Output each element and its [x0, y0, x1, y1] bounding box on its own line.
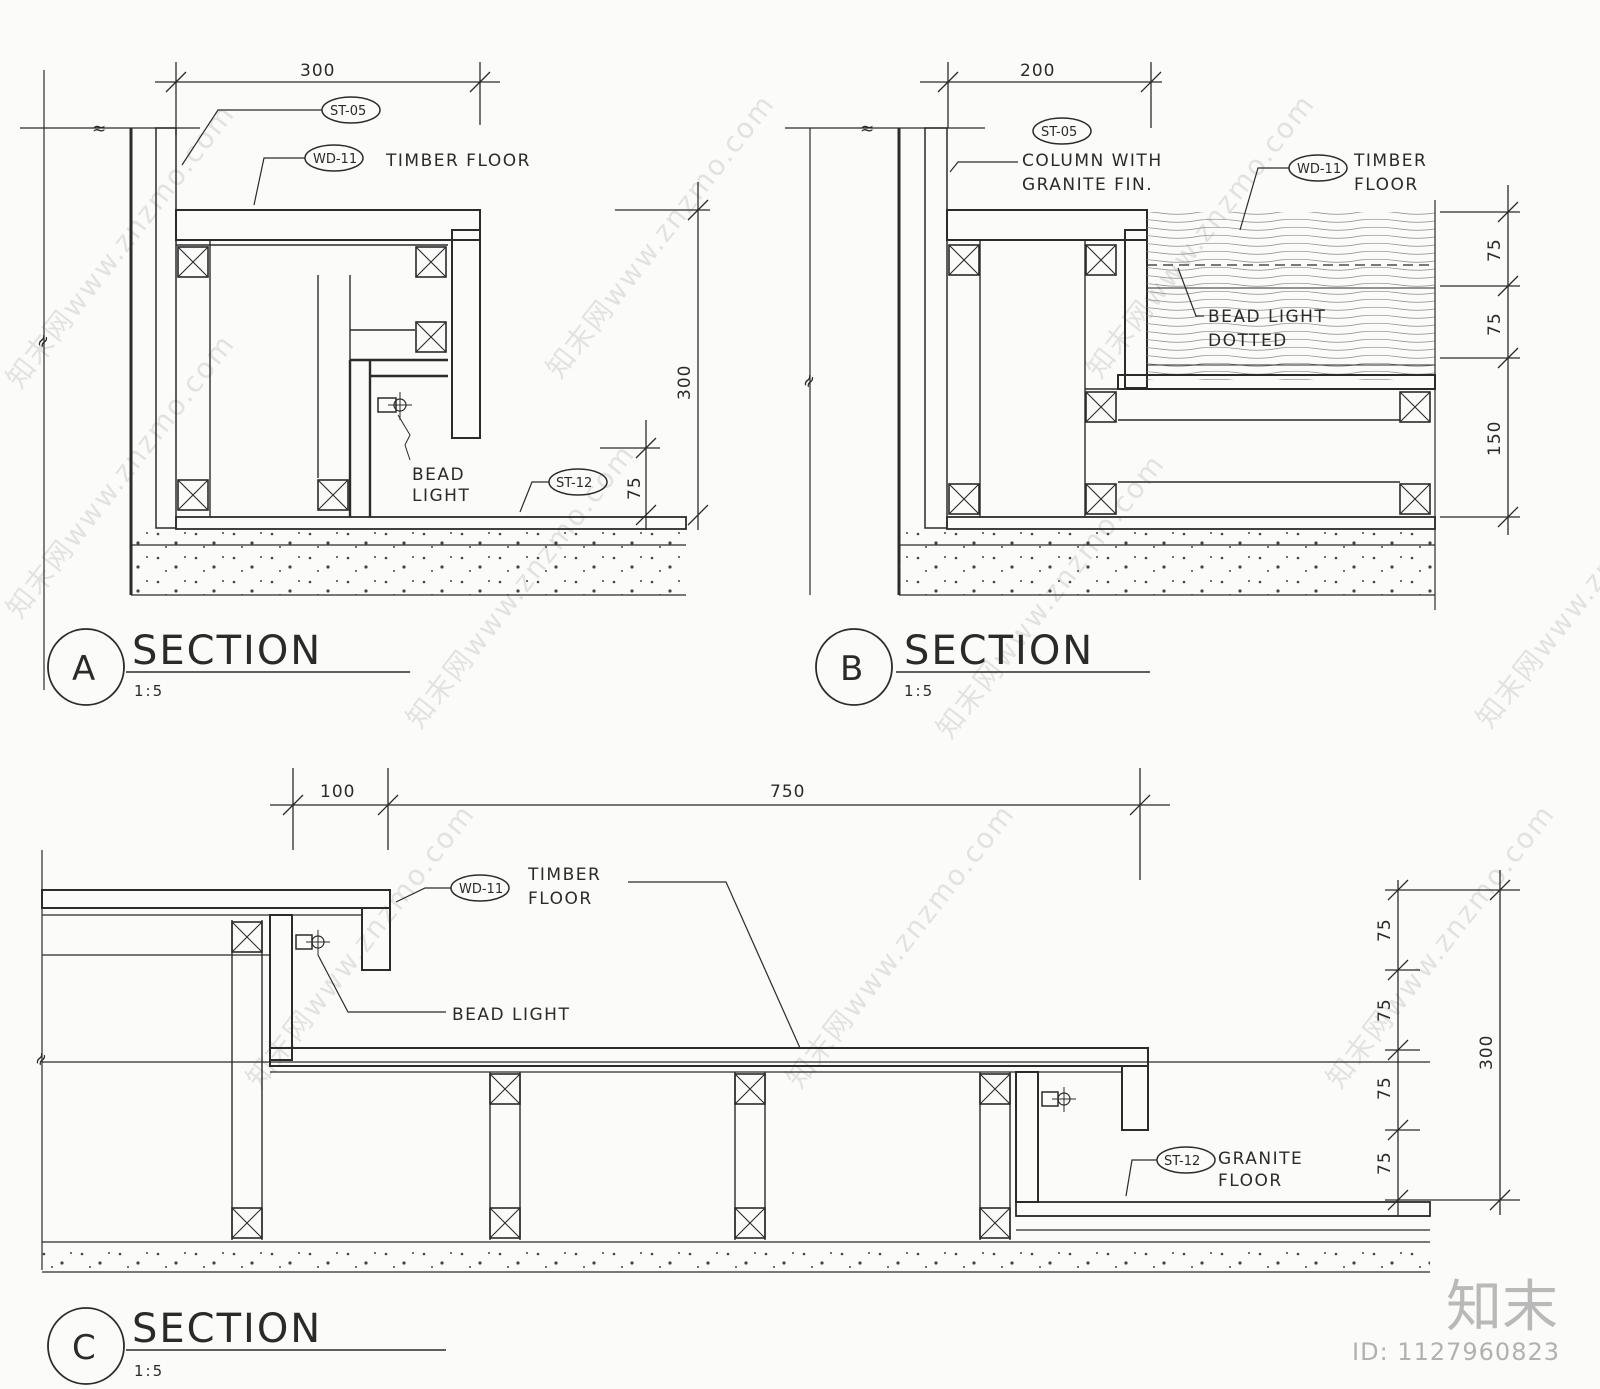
timber-top-lower: [269, 1047, 1149, 1067]
note-column-2: GRANITE FIN.: [1022, 175, 1153, 195]
dim-d3-label: 150: [1485, 421, 1505, 456]
watermark-text: 知末网www.znzmo.com: [1320, 798, 1562, 1095]
granite-floor: [946, 516, 1436, 530]
screed-layer: [131, 529, 686, 595]
screed-layer: [899, 529, 1435, 595]
note-timber-2: FLOOR: [528, 889, 593, 909]
timber-riser: [1015, 1071, 1039, 1203]
break-mark: ≈: [92, 119, 107, 139]
tag-st12-label: ST-12: [1164, 1154, 1200, 1169]
dim-small-label: 75: [625, 476, 645, 500]
section-title: SECTION: [132, 1306, 322, 1352]
dim-d1-label: 75: [1375, 918, 1395, 942]
section-marker: [47, 628, 125, 706]
note-dotted: DOTTED: [1208, 331, 1288, 351]
screed-layer: [42, 1245, 1430, 1271]
note-timber-1: TIMBER: [1353, 151, 1427, 171]
note-column-1: COLUMN WITH: [1022, 151, 1163, 171]
dim-width-label: 300: [300, 61, 335, 81]
section-marker: [815, 628, 893, 706]
bead-light-panel: [1147, 212, 1435, 380]
dim-height-label: 300: [675, 365, 695, 400]
note-bead-light: BEAD LIGHT: [1208, 307, 1326, 327]
section-title: SECTION: [904, 628, 1094, 674]
tag-wd11-label: WD-11: [459, 882, 503, 897]
section-c-drawing: 100 750 ≈: [29, 768, 1520, 1385]
watermark-text: 知末网www.znzmo.com: [540, 88, 782, 385]
timber-top: [175, 209, 481, 241]
section-letter: C: [72, 1328, 96, 1368]
note-bead: BEAD: [412, 465, 465, 485]
timber-top-upper: [41, 889, 391, 909]
watermark-id: ID: 1127960823: [1352, 1338, 1560, 1366]
stone-wall: [155, 127, 177, 529]
note-granite-2: FLOOR: [1218, 1171, 1283, 1191]
granite-column: [924, 127, 948, 529]
section-letter: A: [72, 649, 95, 689]
dim-d3-label: 75: [1375, 1076, 1395, 1100]
dim-w2-label: 750: [770, 782, 805, 802]
timber-nosing: [1121, 1065, 1149, 1131]
tag-st05-label: ST-05: [330, 104, 366, 119]
tag-wd11-label: WD-11: [1297, 162, 1341, 177]
tag-st05: [1032, 117, 1092, 145]
section-scale: 1:5: [134, 1362, 164, 1380]
note-timber-1: TIMBER: [527, 865, 601, 885]
timber-nosing: [361, 907, 391, 971]
timber-leg: [451, 229, 481, 439]
section-b-drawing: 200 ≈ ≈ 75 75 150 ST-05: [785, 61, 1520, 706]
note-timber-floor: TIMBER FLOOR: [385, 151, 531, 171]
dim-width-label: 200: [1020, 61, 1055, 81]
break-mark: ≈: [29, 1047, 54, 1070]
dim-total-label: 300: [1477, 1035, 1497, 1070]
section-letter: B: [840, 649, 863, 689]
watermark-brand: 知末: [1446, 1275, 1558, 1340]
break-mark: ≈: [797, 369, 822, 392]
note-timber-2: FLOOR: [1354, 175, 1419, 195]
dim-d2-label: 75: [1485, 312, 1505, 336]
watermark-text: 知末网www.znzmo.com: [930, 448, 1172, 745]
timber-top: [946, 209, 1148, 241]
section-a-drawing: 300 ≈ ≈ BEAD LIGHT 300 75: [20, 61, 710, 706]
dim-d1-label: 75: [1485, 238, 1505, 262]
tag-st12-label: ST-12: [556, 476, 592, 491]
dim-d2-label: 75: [1375, 998, 1395, 1022]
note-light: LIGHT: [412, 486, 470, 506]
watermark-text: 知末网www.znzmo.com: [780, 798, 1022, 1095]
section-marker: [47, 1307, 125, 1385]
section-scale: 1:5: [904, 682, 934, 700]
timber-riser: [269, 914, 293, 1061]
granite-floor: [175, 516, 687, 530]
tag-wd11-label: WD-11: [313, 152, 357, 167]
watermark-text: 知末网www.znzmo.com: [1470, 438, 1600, 735]
dim-w1-label: 100: [320, 782, 355, 802]
watermark-text: 知末网www.znzmo.com: [240, 798, 482, 1095]
note-bead-light: BEAD LIGHT: [452, 1005, 570, 1025]
dim-d4-label: 75: [1375, 1151, 1395, 1175]
break-mark: ≈: [860, 119, 875, 139]
tag-st05-label: ST-05: [1041, 125, 1077, 140]
note-granite-1: GRANITE: [1218, 1149, 1303, 1169]
granite-floor: [1015, 1201, 1431, 1217]
section-title: SECTION: [132, 628, 322, 674]
section-scale: 1:5: [134, 682, 164, 700]
